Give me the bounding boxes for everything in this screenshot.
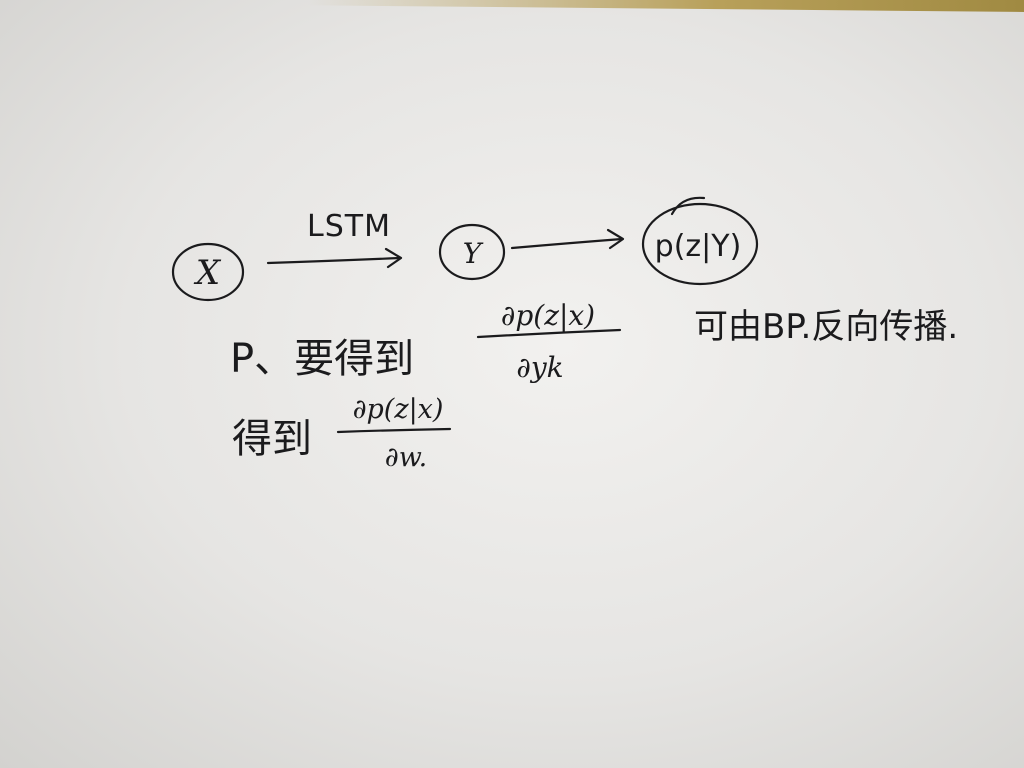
note-line-1-denominator: ∂yk (516, 351, 563, 384)
edge-lstm: LSTM (266, 209, 403, 269)
node-y: Y (438, 223, 506, 281)
side-note-text: 可由BP.反向传播. (694, 307, 958, 347)
node-x: X (171, 242, 245, 302)
side-note: 可由BP.反向传播. (694, 307, 958, 347)
node-p-circle-overdraw (670, 196, 706, 216)
note-line-1-numerator: ∂p(z|x) (501, 299, 595, 332)
note-line-1-fraction-bar (476, 328, 622, 339)
note-line-2-denominator: ∂w. (385, 442, 427, 473)
note-line-2-prefix: 得到 (232, 416, 312, 462)
node-x-circle (171, 242, 245, 302)
edge-y-to-p-line (510, 237, 624, 250)
node-p-circle (641, 202, 759, 286)
note-line-2-fraction-bar (336, 427, 452, 434)
node-x-label: X (193, 253, 222, 293)
note-line-1-prefix: P、要得到 (230, 336, 414, 382)
note-line-1: P、要得到 ∂p(z|x) ∂yk (230, 299, 622, 384)
node-y-label: Y (463, 237, 484, 270)
note-line-2: 得到 ∂p(z|x) ∂w. (232, 394, 452, 473)
note-line-2-numerator: ∂p(z|x) (353, 394, 444, 425)
edge-y-to-p (510, 228, 625, 250)
node-y-circle (438, 223, 506, 281)
edge-y-to-p-arrowhead (606, 228, 625, 250)
node-p-label: p(z|Y) (655, 229, 742, 264)
node-p: p(z|Y) (641, 196, 759, 286)
edge-lstm-arrowhead (384, 247, 403, 269)
edge-lstm-label: LSTM (307, 209, 391, 244)
edge-lstm-line (266, 256, 402, 265)
